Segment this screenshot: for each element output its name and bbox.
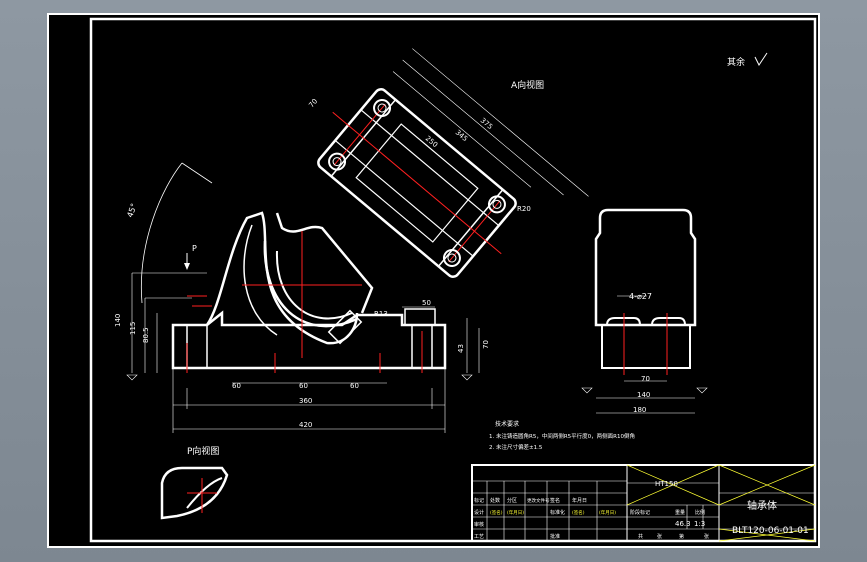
- rl-5: 年月日: [572, 497, 587, 504]
- r2-3: 标准化: [550, 509, 565, 516]
- arrow-p-label: P: [192, 244, 197, 253]
- note-2: 2. 未注尺寸偏差±1.5: [489, 443, 543, 451]
- r2-1: (签名): [490, 509, 503, 516]
- dim-60b: 60: [299, 382, 308, 390]
- p-outline: [160, 466, 229, 520]
- title-block: HT150 轴承体 BLT120-06-01-01 46.3 1:3 阶段标记 …: [471, 464, 816, 542]
- bore-outer: [243, 224, 278, 336]
- side-view: 4-⌀27 70 140 180: [581, 208, 708, 414]
- dim-43: 43: [457, 344, 465, 353]
- dim-60a: 60: [232, 382, 241, 390]
- drawing-no-text: BLT120-06-01-01: [732, 526, 809, 536]
- hdr-scale: 比例: [695, 509, 705, 516]
- front-view: P 140 115 80.5 60 60 60 360 420 50 43 70…: [114, 162, 490, 433]
- sheet-no: 第: [679, 533, 684, 540]
- view-a-label: A向视图: [511, 79, 544, 91]
- dim-80: 80.5: [142, 327, 150, 343]
- side-base: [601, 324, 691, 369]
- hdr-stage: 阶段标记: [630, 509, 650, 516]
- saddle-left-arm: [205, 211, 359, 345]
- r3-0: 审核: [474, 521, 484, 528]
- rl-4: 签名: [550, 497, 560, 504]
- annot-hole: 4-⌀27: [629, 292, 652, 301]
- view-p: P向视图: [160, 445, 229, 520]
- r4-0: 工艺: [474, 534, 484, 540]
- view-a: A向视图 375 345 250 70 R20: [307, 48, 589, 278]
- cap-bolt: [327, 309, 363, 345]
- inner-border: [89, 17, 817, 543]
- dim-140: 140: [114, 314, 122, 327]
- a-dim-345: 345: [454, 128, 469, 143]
- sheet-total: 共: [638, 533, 643, 540]
- base-outline: [171, 310, 447, 370]
- boss-top: [404, 308, 436, 326]
- r2-4: (签名): [572, 509, 585, 516]
- rl-3: 更改文件号: [527, 497, 550, 504]
- dim-360: 360: [299, 397, 312, 405]
- dim-70: 70: [482, 340, 490, 349]
- r2-5: (年月日): [599, 509, 616, 516]
- sheet-unit-2: 张: [704, 533, 709, 540]
- bore-inner-2: [275, 250, 353, 320]
- a-dim-250: 250: [424, 134, 439, 149]
- rl-1: 处数: [490, 497, 500, 504]
- a-dim-70: 70: [307, 97, 319, 109]
- side-dim-70: 70: [641, 375, 650, 383]
- a-dim-375: 375: [479, 116, 494, 131]
- cad-drawing-sheet: 其余: [47, 13, 820, 548]
- hdr-weight: 重量: [675, 509, 685, 516]
- mass-text: 46.3: [675, 520, 691, 528]
- material-text: HT150: [655, 480, 678, 488]
- dim-60c: 60: [350, 382, 359, 390]
- rl-0: 标记: [474, 497, 484, 504]
- drawing-svg: 其余: [47, 13, 820, 548]
- side-dim-140: 140: [637, 391, 650, 399]
- roughness-label: 其余: [727, 56, 745, 68]
- notes-title: 技术要求: [495, 420, 519, 428]
- bore-inner: [263, 240, 358, 328]
- dim-420: 420: [299, 421, 312, 429]
- r2-2: (年月日): [507, 509, 524, 516]
- side-dim-180: 180: [633, 406, 646, 414]
- rl-2: 分区: [507, 497, 517, 504]
- side-outline: [594, 208, 697, 327]
- roughness-symbol-icon: [754, 52, 768, 66]
- outer-border: [47, 13, 820, 548]
- sheet-unit-1: 张: [657, 533, 662, 540]
- part-name-text: 轴承体: [747, 499, 777, 512]
- dim-50: 50: [422, 299, 431, 307]
- scale-text: 1:3: [694, 520, 705, 528]
- angle-arc: [140, 162, 183, 304]
- a-dim-r: R20: [517, 205, 531, 213]
- dim-r13: R13: [374, 310, 388, 318]
- dim-115: 115: [129, 322, 137, 335]
- r2-0: 设计: [474, 509, 484, 516]
- r4-3: 批准: [550, 533, 560, 540]
- saddle-top: [275, 212, 374, 314]
- note-1: 1. 未注铸造圆角R5，中间两侧R5平行度0，两侧面R10倒角: [489, 432, 635, 440]
- view-p-label: P向视图: [187, 445, 219, 457]
- dim-45deg: 45°: [125, 202, 138, 218]
